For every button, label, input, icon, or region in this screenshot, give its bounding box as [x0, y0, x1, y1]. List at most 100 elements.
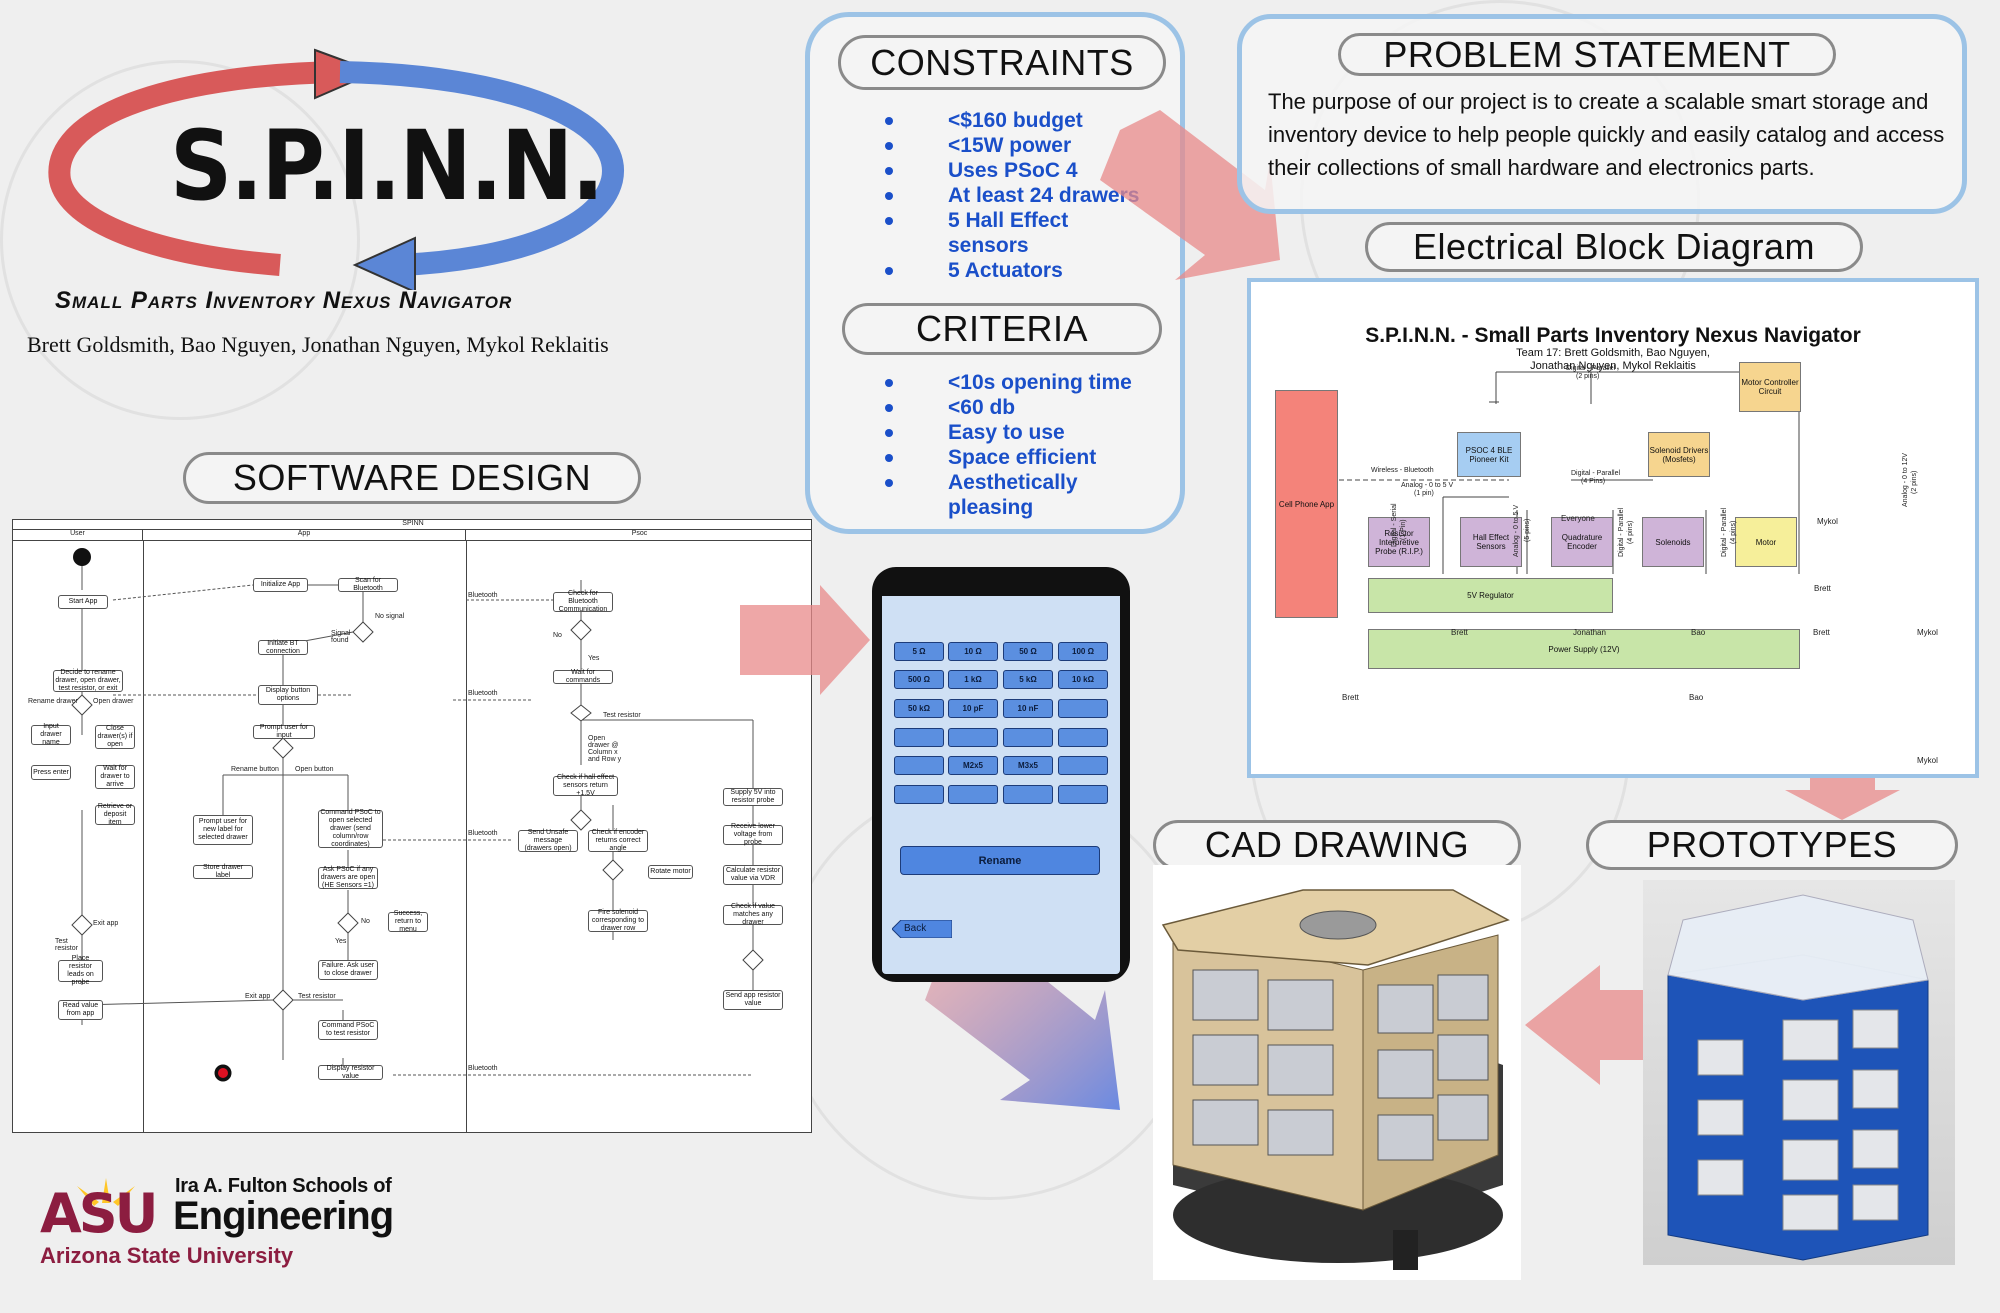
flow-label-psoc-yes: Yes — [588, 655, 600, 662]
prototype-photo — [1643, 880, 1955, 1265]
owner-mykol: Mykol — [1917, 628, 1938, 637]
flow-supply-5v: Supply 5V into resistor probe — [723, 788, 783, 806]
lane-app: App — [143, 530, 466, 541]
drawer-button[interactable]: 5 kΩ — [1003, 670, 1053, 689]
flow-rotate-motor: Rotate motor — [648, 865, 693, 879]
flow-close-drawers: Close drawer(s) if open — [95, 725, 135, 749]
drawer-button[interactable]: 50 Ω — [1003, 642, 1053, 661]
owner-brett: Brett — [1814, 584, 1831, 593]
link-quad-pins: (4 pins) — [1627, 520, 1634, 544]
constraint-item: <15W power — [948, 134, 1072, 157]
flow-label-psoc-test: Test resistor — [603, 712, 641, 719]
link-motor-analog-pins: (2 pins) — [1911, 470, 1918, 494]
constraint-item: At least 24 drawers — [948, 184, 1140, 207]
flow-retrieve: Retrieve or deposit item — [95, 803, 135, 826]
owner-everyone: Everyone — [1561, 514, 1595, 523]
asu-school: Ira A. Fulton Schools of — [175, 1175, 392, 1197]
link-hall-pins: (5 pins) — [1524, 518, 1531, 542]
constraint-item: <$160 budget — [948, 109, 1083, 132]
flow-input-name: Input drawer name — [31, 723, 71, 746]
drawer-button[interactable] — [1058, 728, 1108, 747]
constraints-header: CONSTRAINTS — [838, 35, 1166, 90]
asu-university: Arizona State University — [40, 1243, 294, 1268]
block-diagram-team-line2: Jonathan Nguyen, Mykol Reklaitis — [1530, 360, 1696, 372]
drawer-button[interactable] — [1058, 785, 1108, 804]
drawer-button[interactable]: 500 Ω — [894, 670, 944, 689]
criteria-list: <10s opening time <60 db Easy to use Spa… — [885, 370, 1185, 520]
owner-mykol: Mykol — [1817, 517, 1838, 526]
criteria-item: Space efficient — [948, 446, 1097, 469]
drawer-button[interactable]: 100 Ω — [1058, 642, 1108, 661]
flow-label-test-resistor: Test resistor — [298, 993, 336, 1000]
block-cell-phone-app: Cell Phone App — [1275, 390, 1338, 618]
block-diagram: S.P.I.N.N. - Small Parts Inventory Nexus… — [1247, 278, 1979, 778]
prototype-illustration — [1667, 894, 1929, 1261]
drawer-button[interactable]: 10 pF — [948, 699, 998, 718]
constraints-list: <$160 budget <15W power Uses PSoC 4 At l… — [885, 108, 1185, 288]
link-sol-parallel: Digital - Parallel — [1571, 470, 1621, 477]
block-psoc: PSOC 4 BLE Pioneer Kit — [1457, 432, 1521, 477]
flow-prompt-label: Prompt user for new label for selected d… — [193, 815, 253, 845]
owner-brett: Brett — [1451, 628, 1468, 637]
spinn-logo-arrows — [48, 48, 624, 290]
owner-mykol: Mykol — [1917, 756, 1938, 765]
drawer-button[interactable]: 10 kΩ — [1058, 670, 1108, 689]
owner-bao: Bao — [1689, 693, 1704, 702]
drawer-button[interactable] — [1003, 728, 1053, 747]
drawer-button[interactable]: 5 Ω — [894, 642, 944, 661]
link-quad-parallel: Digital - Parallel — [1618, 507, 1625, 557]
link-wireless: Wireless - Bluetooth — [1371, 467, 1434, 474]
flow-label-open-drawer: Open drawer @ Column x and Row y — [588, 735, 622, 763]
drawer-button[interactable]: M3x5 — [1003, 756, 1053, 775]
owner-brett: Brett — [1813, 628, 1830, 637]
drawer-button[interactable]: 10 nF — [1003, 699, 1053, 718]
asu-mark-logo: ASU — [40, 1178, 172, 1245]
link-motor-analog: Analog - 0 to 12V — [1902, 452, 1909, 507]
drawer-button[interactable] — [948, 728, 998, 747]
block-solenoid-drivers: Solenoid Drivers (Mosfets) — [1648, 432, 1710, 477]
drawer-button[interactable] — [894, 785, 944, 804]
authors: Brett Goldsmith, Bao Nguyen, Jonathan Ng… — [27, 332, 609, 357]
drawer-button[interactable] — [894, 728, 944, 747]
owner-brett: Brett — [1342, 693, 1359, 702]
flow-label-rename-btn: Rename button — [231, 766, 279, 773]
criteria-item: <10s opening time — [948, 371, 1132, 394]
flow-command-test: Command PSoC to test resistor — [318, 1020, 378, 1040]
prototypes-header: PROTOTYPES — [1586, 820, 1958, 870]
link-analog-rip: Analog - 0 to 5 V — [1401, 482, 1454, 489]
drawer-button[interactable]: 10 Ω — [948, 642, 998, 661]
drawer-button[interactable] — [894, 756, 944, 775]
drawer-button[interactable]: 50 kΩ — [894, 699, 944, 718]
rename-button[interactable]: Rename — [900, 846, 1100, 875]
problem-statement-header: PROBLEM STATEMENT — [1338, 33, 1836, 76]
cad-model-illustration — [1161, 889, 1510, 1270]
block-motor-controller: Motor Controller Circuit — [1739, 362, 1801, 412]
flow-start-app: Start App — [58, 595, 108, 609]
back-button[interactable]: Back — [892, 920, 952, 938]
flow-decide: Decide to rename drawer, open drawer, te… — [53, 669, 123, 692]
drawer-button[interactable] — [948, 785, 998, 804]
drawer-button[interactable] — [1058, 756, 1108, 775]
flow-check-hall: Check if hall effect sensors return +1.5… — [553, 774, 618, 797]
flow-command-open: Command PSoC to open selected drawer (se… — [318, 809, 383, 848]
block-diagram-header: Electrical Block Diagram — [1365, 222, 1863, 272]
flow-send-value: Send app resistor value — [723, 990, 783, 1010]
block-5v-regulator: 5V Regulator — [1368, 578, 1613, 613]
flow-wait-drawer: Wait for drawer to arrive — [95, 765, 135, 789]
block-motor: Motor — [1735, 517, 1797, 567]
cad-drawing-panel — [1153, 865, 1521, 1280]
flow-init-app: Initialize App — [253, 578, 308, 592]
link-serial: Digital - Serial — [1391, 503, 1398, 547]
constraint-item: 5 Hall Effect sensors — [948, 209, 1069, 257]
flow-label-exit: Exit app — [93, 920, 119, 927]
drawer-button[interactable] — [1003, 785, 1053, 804]
drawer-button[interactable]: 1 kΩ — [948, 670, 998, 689]
link-solout-parallel: Digital - Parallel — [1721, 507, 1728, 557]
drawer-button[interactable]: M2x5 — [948, 756, 998, 775]
drawer-button[interactable] — [1058, 699, 1108, 718]
phone-status-bar — [882, 582, 1120, 596]
flow-wait-commands: Wait for commands — [553, 669, 613, 684]
criteria-item: <60 db — [948, 396, 1016, 419]
flow-display-buttons: Display button options — [258, 685, 318, 705]
block-rip: Resistor Interpretive Probe (R.I.P.) — [1368, 517, 1430, 567]
